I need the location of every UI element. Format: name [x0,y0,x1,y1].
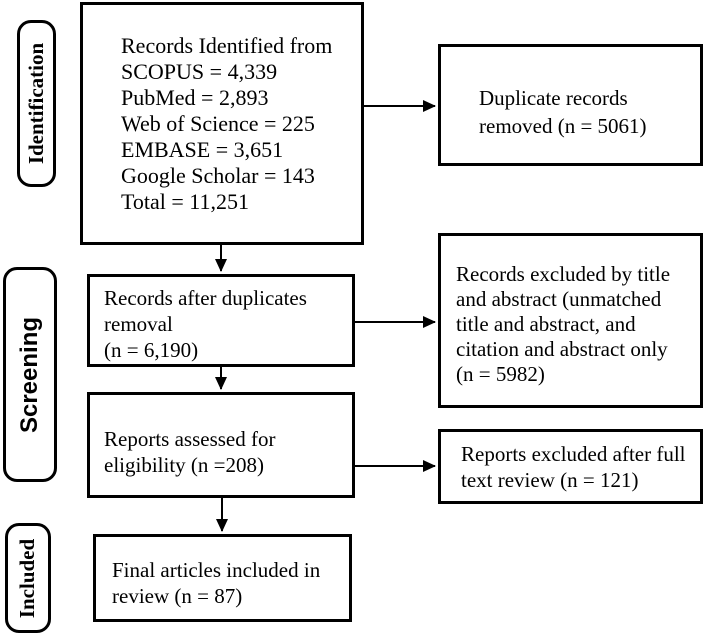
final-included-count: review (n = 87) [112,584,243,608]
box-excluded-full-text: Reports excluded after full text review … [438,429,703,504]
duplicates-removed-count: removed (n = 5061) [479,114,647,138]
final-included-line: Final articles included in [112,558,321,582]
excluded-title-line: Records excluded by title [456,262,671,286]
duplicates-removed-line: Duplicate records [479,86,628,110]
excluded-title-count: (n = 5982) [456,362,545,386]
stage-label-screening: Screening [16,316,44,433]
stage-label-included: Included [15,538,40,618]
stage-tab-included: Included [5,523,51,633]
excluded-full-text-line: Reports excluded after full [461,442,686,466]
stage-tab-identification: Identification [17,20,56,187]
reports-assessed-count: eligibility (n =208) [104,453,264,477]
records-identified-wos: Web of Science = 225 [121,111,315,136]
excluded-title-line: title and abstract, and [456,312,636,336]
records-identified-total: Total = 11,251 [121,189,249,214]
box-duplicates-removed: Duplicate records removed (n = 5061) [438,44,703,166]
records-identified-scopus: SCOPUS = 4,339 [121,59,278,84]
reports-assessed-line: Reports assessed for [104,427,276,451]
box-final-included: Final articles included in review (n = 8… [93,534,352,622]
excluded-title-line: citation and abstract only [456,337,668,361]
after-duplicates-line: removal [104,312,173,336]
records-identified-pubmed: PubMed = 2,893 [121,85,269,110]
after-duplicates-line: Records after duplicates [104,286,307,310]
excluded-full-text-count: text review (n = 121) [461,468,639,492]
excluded-title-line: and abstract (unmatched [456,287,662,311]
box-excluded-title-abstract: Records excluded by title and abstract (… [438,233,703,408]
stage-tab-screening: Screening [3,267,57,482]
stage-label-identification: Identification [24,42,48,165]
box-records-identified: Records Identified from SCOPUS = 4,339 P… [80,2,364,245]
box-records-after-duplicates: Records after duplicates removal (n = 6,… [87,274,355,367]
box-reports-assessed: Reports assessed for eligibility (n =208… [87,392,355,498]
records-identified-embase: EMBASE = 3,651 [121,137,284,162]
records-identified-heading: Records Identified from [121,33,333,58]
records-identified-google-scholar: Google Scholar = 143 [121,163,315,188]
after-duplicates-count: (n = 6,190) [104,338,199,362]
